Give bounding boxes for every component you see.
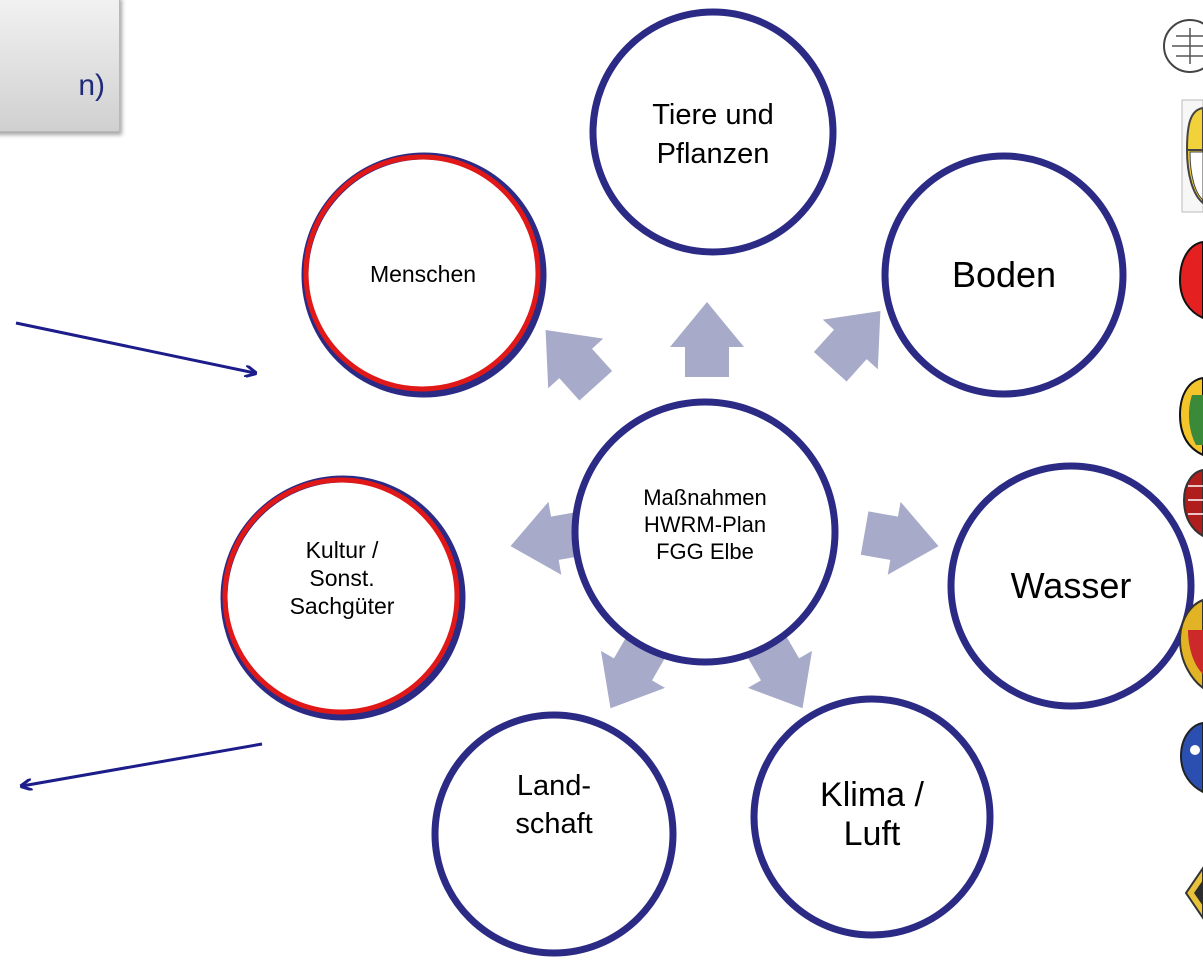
node-wasser: Wasser	[947, 462, 1195, 710]
coat-of-arms-icon	[1182, 468, 1203, 538]
coat-of-arms-icon	[1181, 99, 1203, 213]
node-kultur-line-1: Kultur /	[306, 537, 379, 563]
node-kultur-line-3: Sachgüter	[290, 593, 395, 619]
center-line-2: HWRM-Plan	[644, 512, 766, 537]
node-boden: Boden	[881, 152, 1127, 398]
node-tiere-line-2: Pflanzen	[657, 138, 770, 170]
arrow-to-menschen	[545, 329, 613, 401]
node-menschen: Menschen	[301, 152, 547, 398]
node-landschaft-line-2: schaft	[515, 808, 592, 840]
node-wasser-line-1: Wasser	[1011, 565, 1132, 606]
arrow-to-tiere	[670, 302, 744, 377]
node-landschaft: Land- schaft	[431, 711, 677, 957]
coat-of-arms-icon	[1184, 866, 1203, 920]
pointer-arrow-right	[15, 321, 255, 373]
coat-of-arms-icon	[1178, 376, 1203, 457]
node-klima: Klima / Luft	[750, 695, 994, 939]
arrow-to-boden	[813, 310, 881, 382]
pointer-arrow-left	[22, 742, 263, 786]
coat-of-arms-icon	[1179, 721, 1203, 794]
header-label-box: n)	[0, 0, 120, 132]
node-klima-line-1: Klima /	[820, 776, 924, 814]
coat-of-arms-icon	[1163, 19, 1203, 73]
center-line-3: FGG Elbe	[656, 539, 754, 564]
node-menschen-line-1: Menschen	[370, 261, 476, 287]
coat-of-arms-icon	[1178, 598, 1203, 690]
arrow-to-wasser	[860, 501, 939, 575]
node-tiere-und-pflanzen: Tiere und Pflanzen	[589, 8, 837, 256]
node-kultur-line-2: Sonst.	[309, 565, 374, 591]
coat-of-arms-icon	[1178, 240, 1203, 320]
arrow-to-kultur	[510, 501, 589, 575]
node-klima-line-2: Luft	[844, 815, 901, 853]
node-landschaft-line-1: Land-	[517, 770, 591, 802]
node-boden-line-1: Boden	[952, 254, 1056, 295]
header-label-text: n)	[78, 69, 105, 102]
center-line-1: Maßnahmen	[643, 485, 767, 510]
node-kultur: Kultur / Sonst. Sachgüter	[220, 475, 466, 721]
center-node: Maßnahmen HWRM-Plan FGG Elbe	[571, 398, 839, 666]
node-tiere-line-1: Tiere und	[652, 99, 773, 131]
